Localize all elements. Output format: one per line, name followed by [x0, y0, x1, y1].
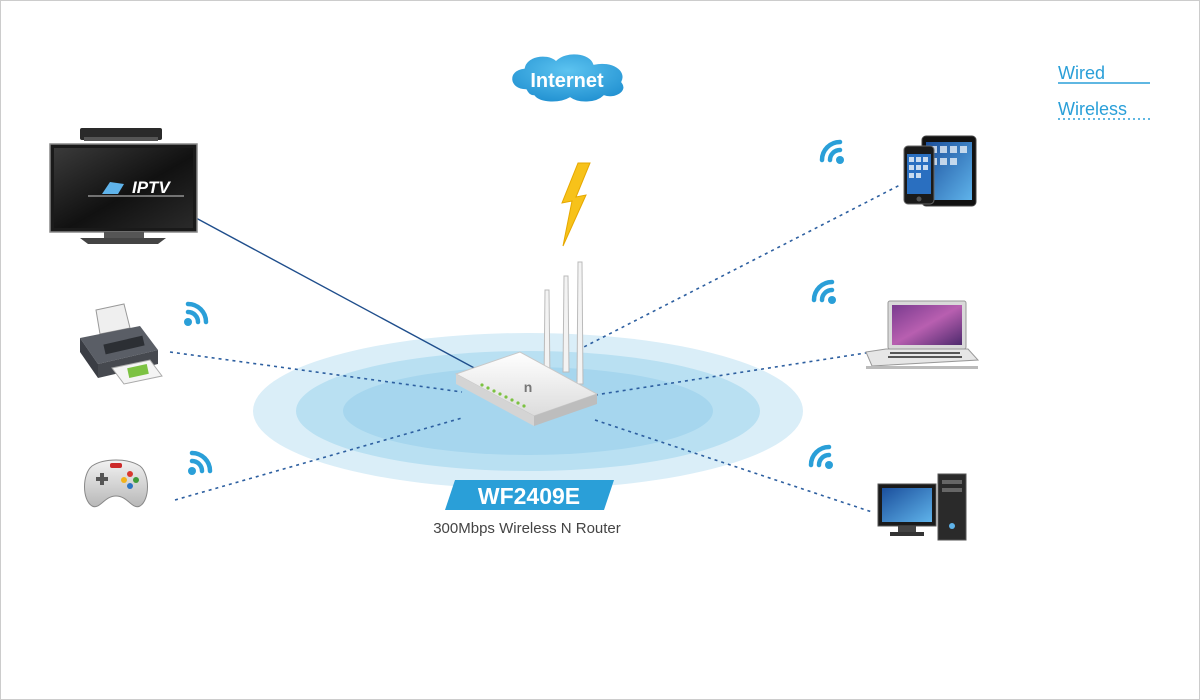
wireless-line-tablet — [577, 184, 901, 351]
legend-wired-label: Wired — [1058, 63, 1105, 83]
wireless-line-gamepad — [174, 417, 463, 501]
desktop-computer-icon — [877, 473, 967, 541]
iptv-tv-icon: IPTV — [49, 128, 198, 244]
cloud-icon: Internet — [510, 52, 625, 103]
cloud-label: Internet — [530, 70, 604, 92]
printer-icon — [80, 303, 163, 385]
connection-lines — [169, 184, 901, 513]
lightning-bolt-icon — [561, 162, 591, 247]
wifi-icon-tablet — [819, 139, 844, 164]
tablet-phone-icon — [903, 135, 977, 207]
gamepad-icon — [84, 459, 148, 508]
legend-wireless-label: Wireless — [1058, 99, 1127, 119]
tv-screen-text: IPTV — [132, 178, 171, 197]
wifi-icon-laptop — [811, 279, 836, 304]
wireless-line-laptop — [594, 351, 873, 396]
router-logo: n — [524, 379, 533, 395]
wifi-icon-printer — [184, 301, 209, 326]
legend: Wired Wireless — [1058, 63, 1150, 120]
router-description: 300Mbps Wireless N Router — [433, 520, 621, 537]
wifi-icon-desktop — [808, 444, 833, 469]
laptop-icon — [865, 300, 980, 369]
wired-line-tv — [195, 217, 479, 371]
router-model: WF2409E — [478, 483, 580, 509]
wifi-icon-gamepad — [188, 450, 213, 475]
model-badge: WF2409E — [445, 480, 614, 510]
router-icon: n — [454, 261, 599, 426]
wireless-line-printer — [169, 351, 463, 393]
